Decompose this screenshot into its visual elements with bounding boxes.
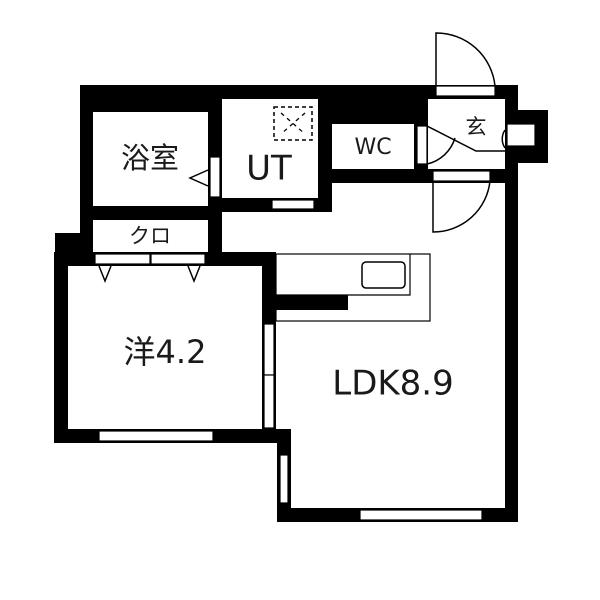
ldk-door[interactable]: [432, 170, 491, 233]
sliding-door-western-ldk[interactable]: [263, 323, 275, 429]
windows: [98, 123, 536, 521]
room-label-bath: 浴室: [121, 141, 179, 175]
room-label-entrance: 玄: [466, 115, 487, 139]
room-label-western-room: 洋4.2: [124, 333, 207, 371]
bath-door[interactable]: [188, 156, 221, 198]
sink-icon: [361, 261, 406, 289]
kitchen-counter: [275, 253, 431, 322]
room-label-utility: UT: [246, 149, 292, 189]
room-label-ldk: LDK8.9: [332, 364, 454, 404]
wc-door[interactable]: [416, 125, 506, 165]
closet-doors[interactable]: [94, 253, 206, 284]
room-label-toilet: WC: [354, 135, 391, 160]
room-label-closet: クロ: [129, 224, 171, 248]
front-door[interactable]: [435, 32, 496, 97]
vent-fan-icon: [273, 106, 313, 141]
